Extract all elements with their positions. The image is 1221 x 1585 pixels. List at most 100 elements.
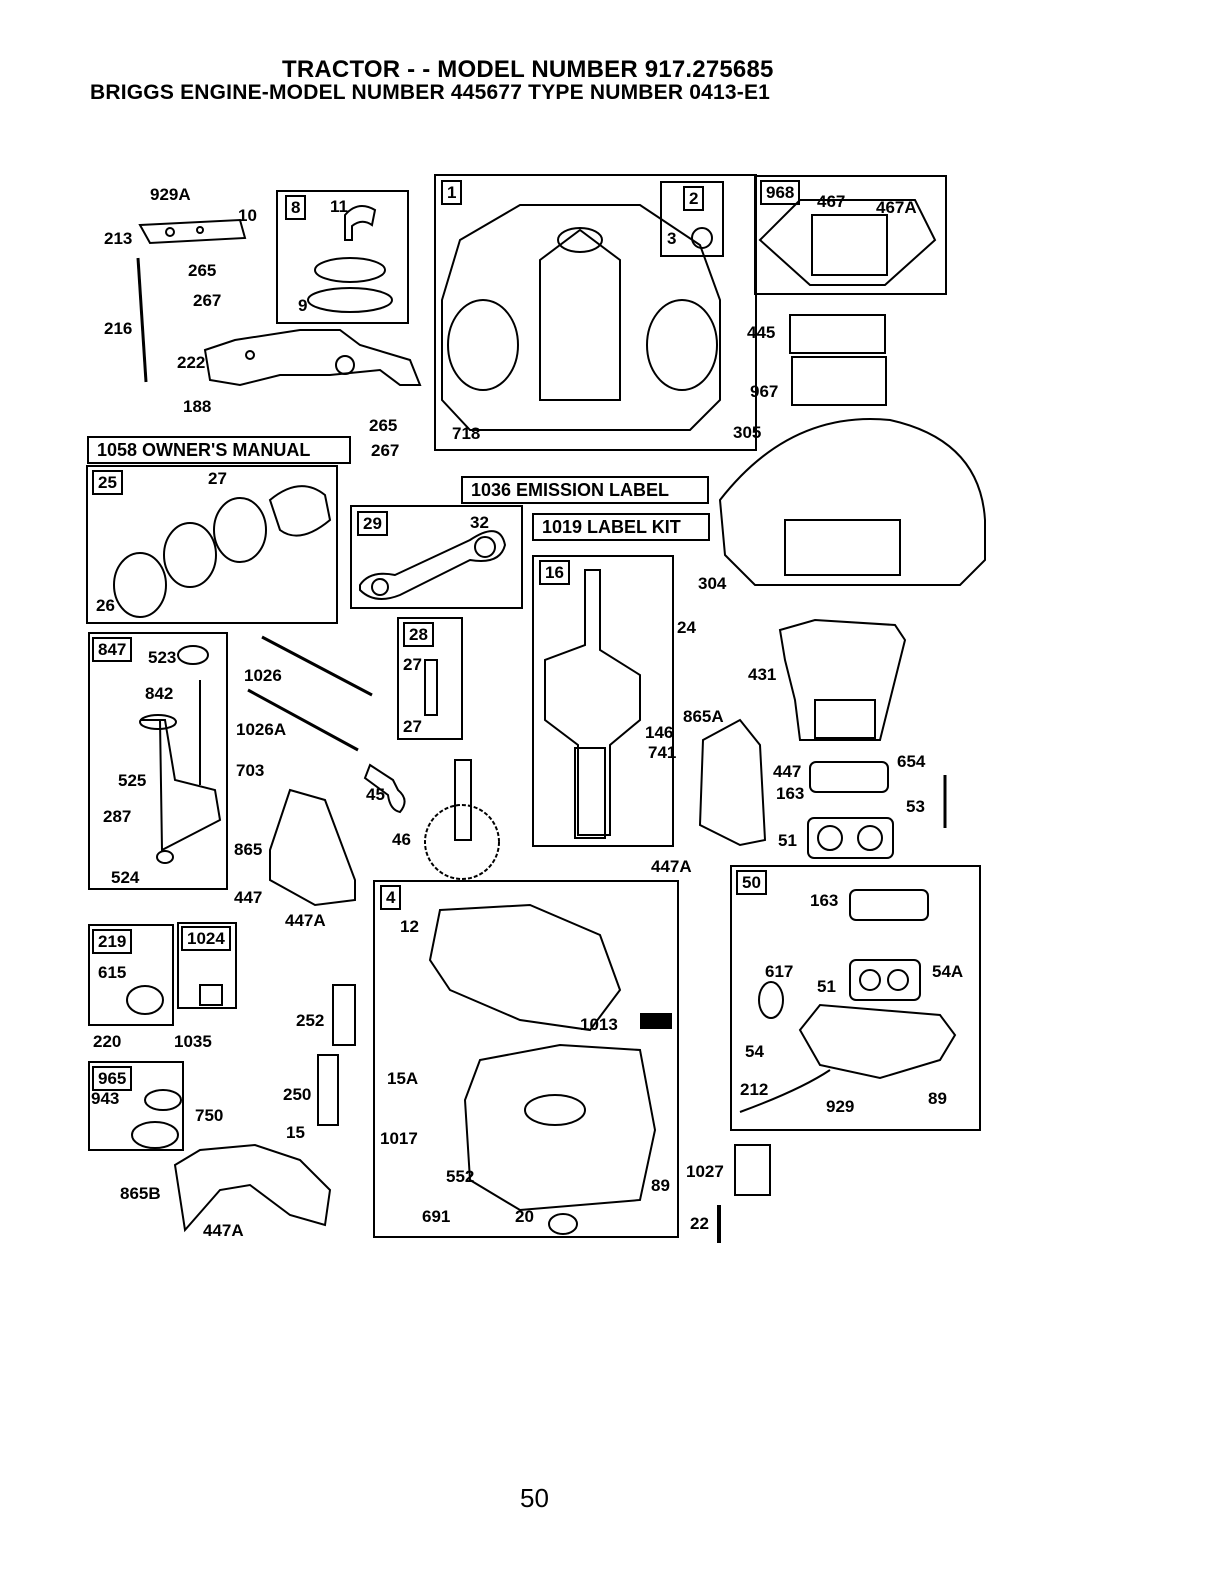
- sump-part: [463, 1043, 657, 1212]
- kit-box-968: [754, 175, 947, 295]
- part-label: 447: [234, 888, 263, 907]
- part-label: 3: [667, 229, 677, 248]
- part-label: 929: [826, 1097, 855, 1116]
- part-label: 1013: [580, 1015, 618, 1034]
- part-label: 89: [928, 1089, 947, 1108]
- part-label: 51: [817, 977, 836, 996]
- governor-bracket-part: [138, 218, 247, 245]
- part-label: 445: [747, 323, 776, 342]
- kit-tag-968: 968: [760, 180, 801, 205]
- kit-box-847: [88, 632, 228, 890]
- part-label: 222: [177, 353, 206, 372]
- part-label: 163: [810, 891, 839, 910]
- part-label: 447: [773, 762, 802, 781]
- part-label: 654: [897, 752, 926, 771]
- crankcase-gasket-part: [428, 903, 622, 1032]
- part-label: 523: [148, 648, 177, 667]
- emission-label: 1036 EMISSION LABEL: [461, 476, 709, 504]
- kit-tag-8: 8: [285, 195, 307, 220]
- part-label: 163: [776, 784, 805, 803]
- part-label: 267: [193, 291, 222, 310]
- part-label: 15: [286, 1123, 305, 1142]
- page-title: TRACTOR - - MODEL NUMBER 917.275685: [282, 56, 774, 83]
- owners-manual-label: 1058 OWNER'S MANUAL: [87, 436, 351, 464]
- kit-tag-28: 28: [403, 622, 434, 647]
- part-label: 10: [238, 206, 257, 225]
- part-label: 691: [422, 1207, 451, 1226]
- part-label: 865A: [683, 707, 724, 726]
- kit-tag-29: 29: [357, 511, 388, 536]
- part-label: 615: [98, 963, 127, 982]
- part-label: 265: [188, 261, 217, 280]
- part-label: 22: [690, 1214, 709, 1233]
- part-label: 552: [446, 1167, 475, 1186]
- kit-tag-16: 16: [539, 560, 570, 585]
- label-kit: 1019 LABEL KIT: [532, 513, 710, 541]
- part-label: 842: [145, 684, 174, 703]
- part-label: 525: [118, 771, 147, 790]
- part-label: 929A: [150, 185, 191, 204]
- part-label: 32: [470, 513, 489, 532]
- kit-tag-965: 965: [92, 1066, 133, 1091]
- kit-box-219: [88, 924, 174, 1026]
- kit-tag-847: 847: [92, 637, 133, 662]
- part-label: 51: [778, 831, 797, 850]
- cylinder-block-part: [441, 204, 721, 431]
- part-label: 943: [91, 1089, 120, 1108]
- kit-tag-219: 219: [92, 929, 133, 954]
- part-label: 750: [195, 1106, 224, 1125]
- part-label: 11: [330, 197, 348, 216]
- part-label: 1035: [174, 1032, 212, 1051]
- part-label: 220: [93, 1032, 122, 1051]
- kit-box-25: [86, 465, 338, 624]
- part-label: 287: [103, 807, 132, 826]
- kit-box-1: [434, 174, 757, 451]
- part-label: 865: [234, 840, 263, 859]
- part-label: 703: [236, 761, 265, 780]
- part-label: 26: [96, 596, 115, 615]
- kit-box-28: [397, 617, 463, 740]
- kit-box-8: [276, 190, 409, 324]
- kit-tag-2: 2: [683, 186, 705, 211]
- kit-box-4: [373, 880, 679, 1238]
- part-label: 265: [369, 416, 398, 435]
- part-label: 447A: [285, 911, 326, 930]
- part-label: 252: [296, 1011, 325, 1030]
- part-label: 617: [765, 962, 794, 981]
- part-label: 216: [104, 319, 133, 338]
- part-label: 447A: [651, 857, 692, 876]
- part-label: 305: [733, 423, 762, 442]
- kit-tag-1: 1: [441, 180, 463, 205]
- control-bracket-part: [203, 329, 422, 387]
- kit-tag-4: 4: [380, 885, 402, 910]
- part-label: 1017: [380, 1129, 418, 1148]
- kit-box-1024: [177, 922, 237, 1009]
- kit-tag-25: 25: [92, 470, 123, 495]
- part-label: 304: [698, 574, 727, 593]
- part-label: 865B: [120, 1184, 161, 1203]
- part-label: 1026: [244, 666, 282, 685]
- part-label: 213: [104, 229, 133, 248]
- part-label: 54: [745, 1042, 764, 1061]
- part-label: 188: [183, 397, 212, 416]
- part-label: 1027: [686, 1162, 724, 1181]
- part-label: 718: [452, 424, 481, 443]
- part-label: 146: [645, 723, 674, 742]
- page-number: 50: [520, 1483, 549, 1513]
- part-label: 15A: [387, 1069, 419, 1088]
- part-label: 9: [298, 296, 308, 315]
- part-label: 89: [651, 1176, 670, 1195]
- part-label: 12: [400, 917, 419, 936]
- part-label: 46: [392, 830, 411, 849]
- part-label: 1026A: [236, 720, 287, 739]
- kit-tag-1024: 1024: [181, 926, 231, 951]
- part-label: 967: [750, 382, 779, 401]
- air-cleaner-cover-part: [718, 418, 986, 586]
- part-label: 45: [366, 785, 385, 804]
- connecting-rod-part: [359, 530, 507, 600]
- part-label: 24: [677, 618, 696, 637]
- kit-box-50: [730, 865, 981, 1131]
- part-label: 27: [403, 717, 422, 736]
- kit-box-29: [350, 505, 523, 609]
